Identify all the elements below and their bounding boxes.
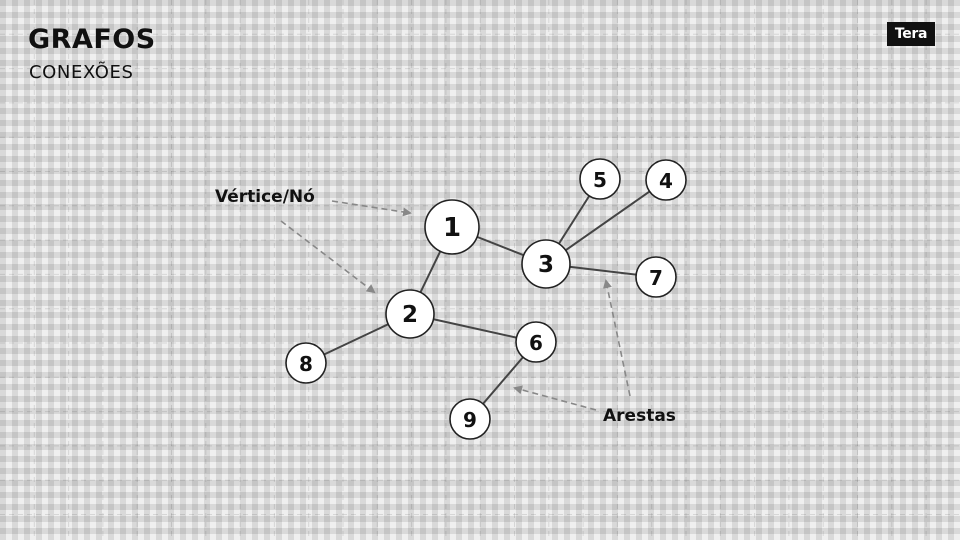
vertex-annotation-label: Vértice/Nó bbox=[215, 187, 315, 207]
node-9: 9 bbox=[449, 398, 491, 440]
node-label: 1 bbox=[443, 213, 461, 243]
annotation-arrows bbox=[280, 200, 631, 411]
edges-annotation-label: Arestas bbox=[603, 406, 676, 426]
node-circle bbox=[635, 256, 677, 298]
page-title: GRAFOS bbox=[28, 24, 156, 55]
node-label: 3 bbox=[538, 252, 554, 278]
node-4: 4 bbox=[645, 159, 687, 201]
node-label: 8 bbox=[299, 352, 313, 376]
node-7: 7 bbox=[635, 256, 677, 298]
nodes-layer: 1 2 3 4 5 6 7 8 9 bbox=[285, 158, 687, 440]
edges-layer bbox=[305, 178, 667, 420]
node-8: 8 bbox=[285, 342, 327, 384]
node-circle bbox=[579, 158, 621, 200]
node-circle bbox=[449, 398, 491, 440]
node-circle bbox=[515, 321, 557, 363]
node-1: 1 bbox=[424, 199, 480, 255]
arrow-edges-to-edge-3-7 bbox=[603, 279, 631, 397]
node-label: 5 bbox=[593, 168, 607, 192]
node-circle bbox=[285, 342, 327, 384]
node-label: 7 bbox=[649, 266, 663, 290]
arrow-edges-to-edge-6-9 bbox=[513, 385, 597, 411]
node-label: 2 bbox=[402, 302, 418, 328]
node-2: 2 bbox=[385, 289, 435, 339]
node-5: 5 bbox=[579, 158, 621, 200]
node-3: 3 bbox=[521, 239, 571, 289]
arrow-vertex-to-node-1 bbox=[331, 200, 412, 217]
node-label: 9 bbox=[463, 408, 477, 432]
node-circle bbox=[424, 199, 480, 255]
node-6: 6 bbox=[515, 321, 557, 363]
page-subtitle: CONEXÕES bbox=[29, 62, 134, 83]
node-circle bbox=[385, 289, 435, 339]
arrow-vertex-to-node-2 bbox=[280, 220, 376, 294]
node-circle bbox=[521, 239, 571, 289]
node-label: 4 bbox=[659, 169, 673, 193]
node-label: 6 bbox=[529, 331, 543, 355]
node-circle bbox=[645, 159, 687, 201]
tera-logo: Tera bbox=[887, 22, 935, 46]
